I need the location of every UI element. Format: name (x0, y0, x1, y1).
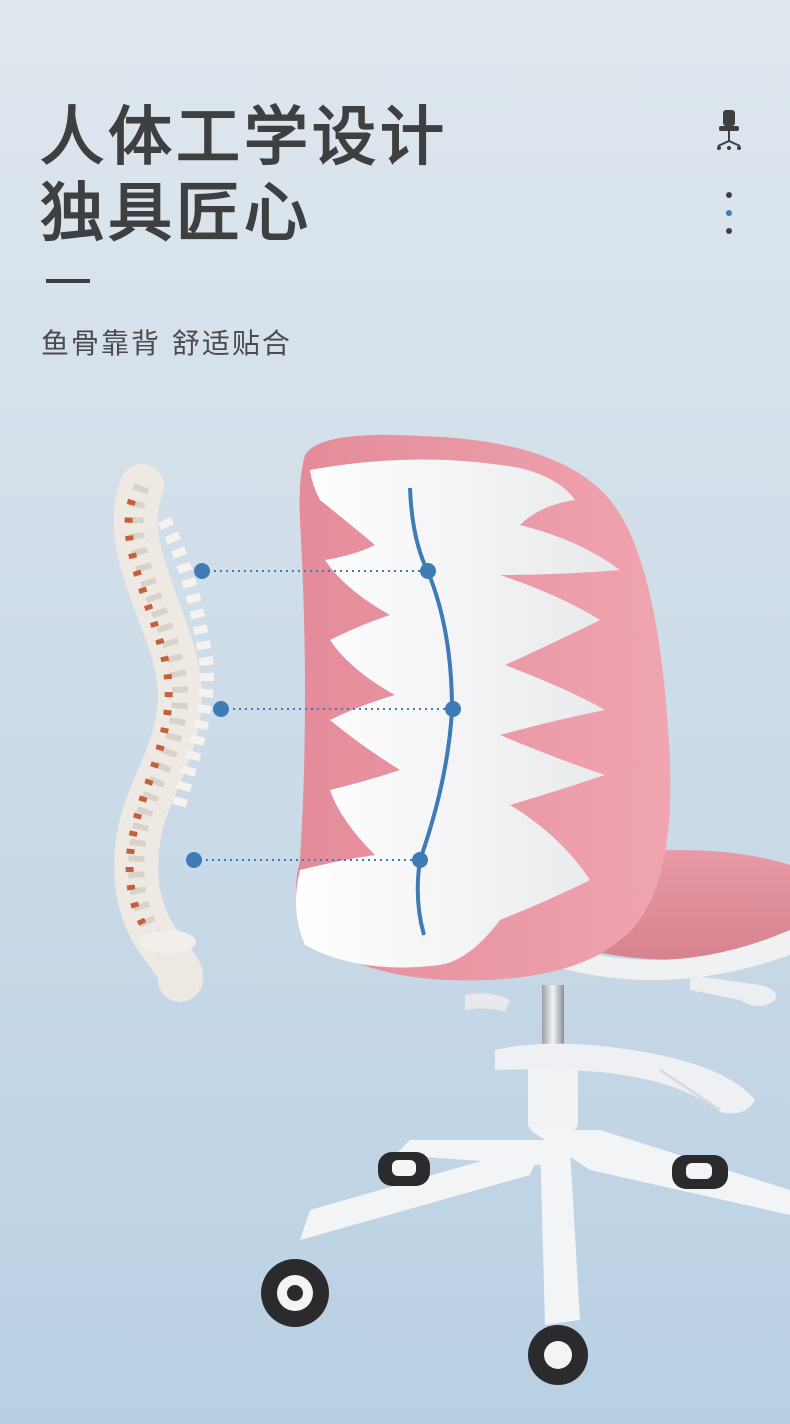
pointer-lines (194, 570, 453, 861)
subtitle: 鱼骨靠背 舒适贴合 (41, 327, 292, 360)
title-divider (46, 279, 90, 283)
spine-illustration (113, 464, 214, 1002)
page-dot-active[interactable] (726, 210, 732, 216)
headline-line-1: 人体工学设计 (40, 101, 448, 175)
gas-lift (542, 985, 564, 1055)
pointer-dots (186, 563, 461, 868)
page-dot[interactable] (726, 192, 732, 198)
chair-base (300, 1130, 790, 1325)
chair-casters (261, 1152, 728, 1385)
page-dot[interactable] (726, 228, 732, 234)
pagination-dots (724, 192, 734, 240)
chair-icon (717, 110, 741, 150)
foot-ring (495, 1043, 755, 1114)
headline-line-2: 独具匠心 (40, 177, 312, 251)
headline: 人体工学设计 独具匠心 (40, 100, 448, 252)
